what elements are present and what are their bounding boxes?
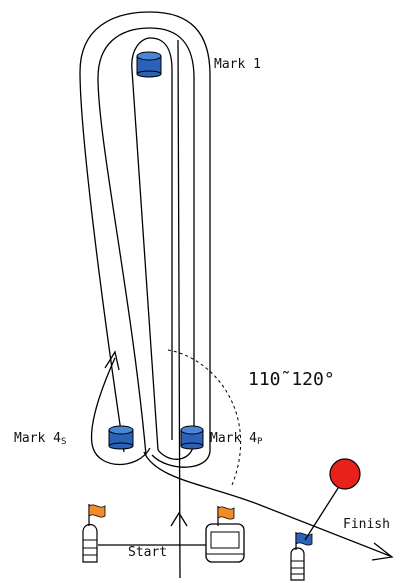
finish-boat-icon — [290, 547, 305, 581]
mark4p-label-main: Mark 4 — [210, 431, 257, 446]
outer-loop-path — [79, 11, 211, 468]
mark4s-buoy-icon — [108, 425, 134, 450]
orange-flag-icon — [88, 504, 106, 526]
mark1-buoy-icon — [136, 51, 162, 78]
mark4s-loop-arrowhead — [104, 350, 120, 371]
inner-hairpin-path — [131, 37, 173, 451]
mark4s-label-sub: S — [61, 437, 66, 447]
mark4p-buoy-icon — [180, 425, 204, 450]
finish-arrowhead — [371, 542, 394, 561]
blue-flag-icon — [295, 532, 313, 550]
mark4p-label-sub: P — [257, 437, 263, 447]
orange-flag-right-icon — [217, 506, 235, 526]
start-boat-left-icon — [82, 523, 98, 563]
angle-label: 110˜120° — [248, 369, 335, 390]
mark4s-label-main: Mark 4 — [14, 431, 61, 446]
finish-label: Finish — [343, 517, 390, 532]
exit-to-finish-path — [143, 451, 391, 557]
angle-arc — [167, 349, 242, 486]
red-ball-icon — [329, 458, 361, 490]
mark4p-label: Mark 4P — [210, 431, 263, 447]
start-boat-right-icon — [205, 523, 245, 563]
mark4s-label: Mark 4S — [14, 431, 66, 447]
start-label: Start — [128, 545, 167, 560]
center-line — [177, 39, 181, 579]
red-ball-stick — [304, 484, 341, 541]
mark4s-loop-path — [90, 357, 151, 466]
mark1-label: Mark 1 — [214, 57, 261, 72]
start-up-arrowhead — [170, 511, 188, 527]
